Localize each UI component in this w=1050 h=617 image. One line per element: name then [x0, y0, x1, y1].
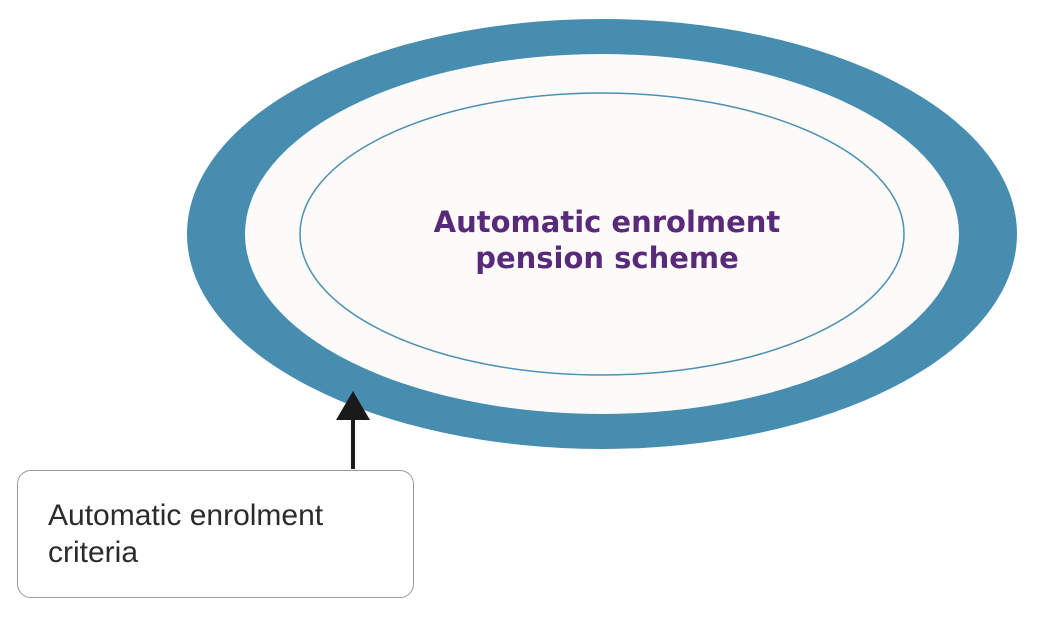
- inner-ellipse-outline: [299, 92, 905, 376]
- scheme-title-line2: pension scheme: [475, 241, 739, 275]
- arrow-head: [336, 391, 370, 420]
- criteria-label-line1: Automatic enrolment: [48, 499, 324, 532]
- criteria-box: Automatic enrolment criteria: [17, 470, 414, 598]
- scheme-title: Automatic enrolment pension scheme: [383, 204, 831, 276]
- criteria-label: Automatic enrolment criteria: [48, 497, 413, 571]
- criteria-label-line2: criteria: [48, 536, 139, 569]
- scheme-title-line1: Automatic enrolment: [433, 205, 781, 239]
- ring-inner-fill: [245, 54, 959, 414]
